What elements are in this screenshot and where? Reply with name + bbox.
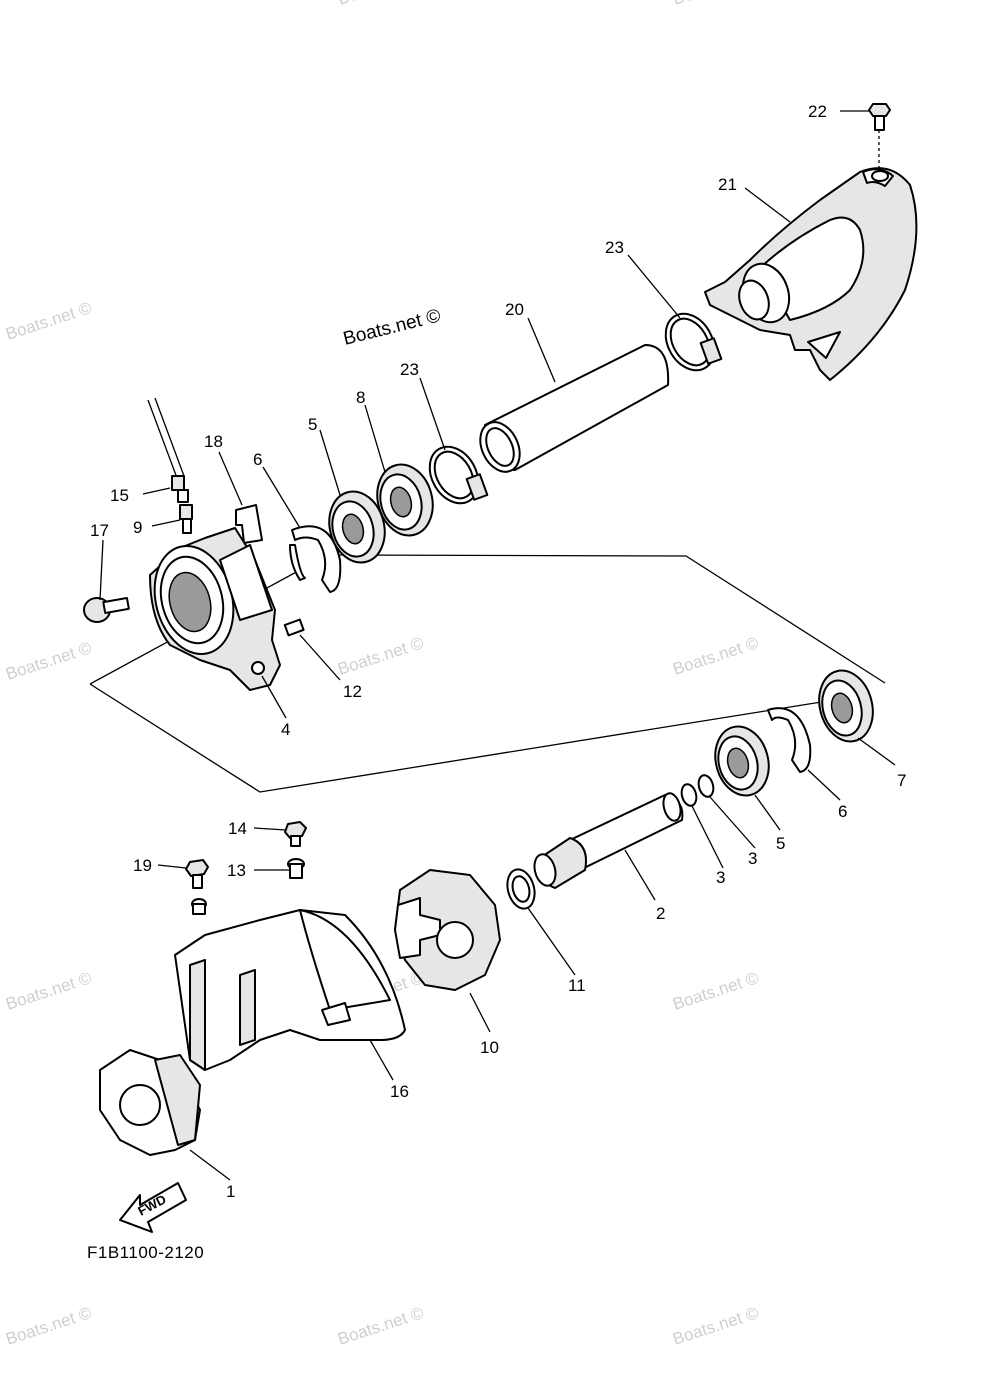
part-21-nozzle <box>704 167 918 381</box>
callout-6: 6 <box>253 450 262 469</box>
callout-17: 17 <box>90 521 109 540</box>
callout-19: 19 <box>133 856 152 875</box>
callout-21: 21 <box>718 175 737 194</box>
watermark: Boats.net © <box>670 633 761 679</box>
part-17-bolt <box>83 596 130 623</box>
callout-5: 5 <box>308 415 317 434</box>
callouts: 22 21 23 20 23 8 5 18 6 15 9 17 12 4 7 6… <box>90 102 906 1201</box>
callout-23: 23 <box>605 238 624 257</box>
callout-12: 12 <box>343 682 362 701</box>
part-7-bearing <box>818 669 874 743</box>
callout-3: 3 <box>716 868 725 887</box>
callout-16: 16 <box>390 1082 409 1101</box>
part-23-clamp-lower <box>428 445 489 505</box>
watermark: Boats.net © <box>3 1303 94 1349</box>
diagram-code: F1B1100-2120 <box>87 1243 204 1262</box>
watermarks: Boats.net © Boats.net © Boats.net © Boat… <box>3 0 761 1349</box>
callout-22: 22 <box>808 102 827 121</box>
callout-7: 7 <box>897 771 906 790</box>
watermark: Boats.net © <box>3 298 94 344</box>
leader-lines <box>99 110 896 1181</box>
part-22-bolt <box>868 103 891 170</box>
watermark: Boats.net © <box>670 1303 761 1349</box>
watermark: Boats.net © <box>3 968 94 1014</box>
part-19-bolt <box>185 859 209 915</box>
callout-2: 2 <box>656 904 665 923</box>
callout-1: 1 <box>226 1182 235 1201</box>
callout-18: 18 <box>204 432 223 451</box>
callout-15: 15 <box>110 486 129 505</box>
part-13-collar <box>287 858 305 879</box>
part-6-circlip-lower <box>767 707 812 773</box>
watermark: Boats.net © <box>3 638 94 684</box>
part-2-shaft <box>533 792 684 889</box>
part-6-circlip-upper <box>289 525 342 593</box>
part-5-bearing-lower <box>714 725 770 797</box>
part-14-bolt <box>284 821 307 847</box>
part-4-housing <box>149 527 281 691</box>
part-8-bearing <box>376 463 434 537</box>
part-1-damper <box>99 1049 201 1156</box>
callout-11: 11 <box>568 976 586 995</box>
callout-14: 14 <box>228 819 247 838</box>
watermark: Boats.net © <box>670 968 761 1014</box>
part-5-bearing-upper <box>328 490 386 564</box>
part-10-coupler <box>394 869 501 991</box>
callout-8: 8 <box>356 388 365 407</box>
callout-9: 9 <box>133 518 142 537</box>
watermark: Boats.net © <box>335 0 426 9</box>
fwd-arrow-icon: FWD <box>119 1182 187 1233</box>
callout-6: 6 <box>838 802 847 821</box>
watermark: Boats.net © <box>335 1303 426 1349</box>
callout-10: 10 <box>480 1038 499 1057</box>
part-23-clamp-upper <box>664 312 723 372</box>
callout-20: 20 <box>505 300 524 319</box>
part-11-washer <box>506 868 536 910</box>
watermark: Boats.net © <box>335 633 426 679</box>
brand-watermark-dark: Boats.net © <box>341 305 443 349</box>
watermark: Boats.net © <box>670 0 761 9</box>
part-16-cover <box>174 909 406 1071</box>
callout-5: 5 <box>776 834 785 853</box>
callout-4: 4 <box>281 720 290 739</box>
callout-23: 23 <box>400 360 419 379</box>
part-20-hose <box>479 344 670 473</box>
part-3-orings <box>680 774 715 807</box>
part-15-9-fittings <box>147 397 193 534</box>
callout-13: 13 <box>227 861 246 880</box>
callout-3: 3 <box>748 849 757 868</box>
part-12-pin <box>283 618 305 637</box>
